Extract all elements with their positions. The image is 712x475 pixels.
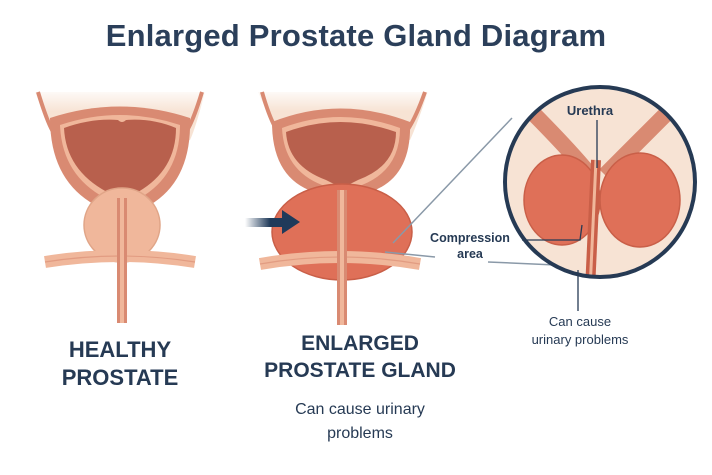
- enlarged-label-line1: ENLARGED: [301, 332, 419, 355]
- enlarged-prostate-illustration: [245, 91, 428, 325]
- enlarged-subtitle-line1: Can cause urinary: [295, 401, 425, 418]
- healthy-label-line1: HEALTHY: [68, 337, 172, 362]
- enlarged-label-line2: PROSTATE GLAND: [264, 359, 456, 382]
- compression-line2: area: [457, 247, 483, 261]
- healthy-prostate-label: HEALTHY PROSTATE: [20, 336, 220, 392]
- cause-line1: Can cause: [548, 314, 612, 329]
- enlarged-prostate-label: ENLARGED PROSTATE GLAND: [235, 330, 485, 384]
- compression-line1: Compression: [430, 231, 510, 245]
- compression-area-callout: Compression area: [418, 230, 522, 262]
- enlarged-subtitle-line2: problems: [327, 425, 393, 442]
- arrow-right-icon: [245, 218, 287, 227]
- enlarged-subtitle: Can cause urinary problems: [235, 398, 485, 446]
- zoomed-inset: [505, 87, 695, 277]
- cause-line2: urinary problems: [531, 332, 629, 347]
- healthy-label-line2: PROSTATE: [61, 365, 179, 390]
- urinary-problems-callout: Can cause urinary problems: [500, 313, 660, 349]
- page-title: Enlarged Prostate Gland Diagram: [105, 18, 607, 53]
- urethra-callout: Urethra: [566, 103, 614, 118]
- healthy-prostate-illustration: [35, 91, 205, 323]
